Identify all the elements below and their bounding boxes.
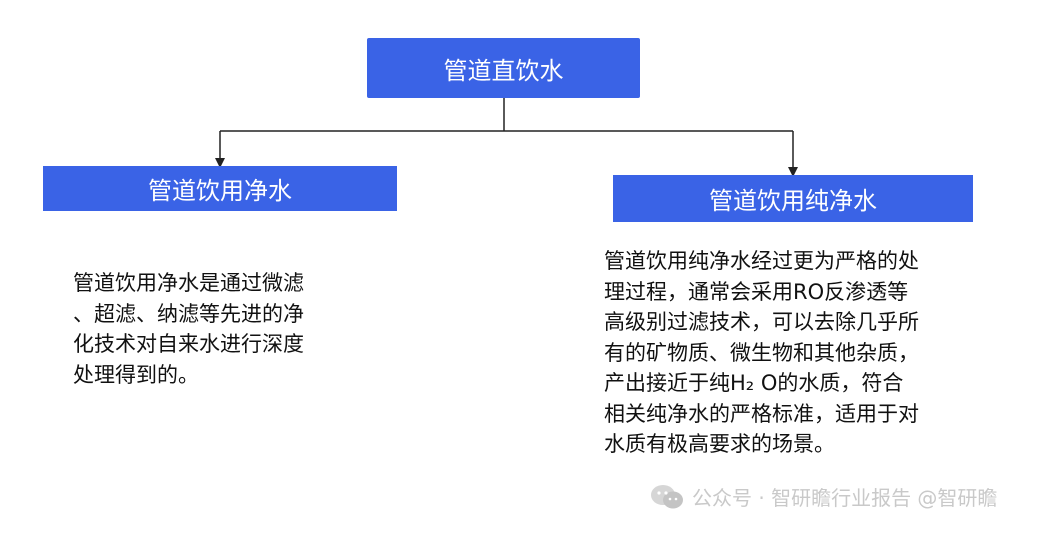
root-node-label: 管道直饮水 — [443, 56, 564, 85]
root-node-box: 管道直饮水 — [367, 38, 640, 98]
left-branch-description: 管道饮用净水是通过微滤 、超滤、纳滤等先进的净 化技术对自来水进行深度 处理得到… — [73, 271, 304, 387]
right-branch-box: 管道饮用纯净水 — [613, 175, 973, 222]
right-branch-label: 管道饮用纯净水 — [709, 187, 877, 215]
left-branch-label: 管道饮用净水 — [148, 177, 292, 205]
right-branch-description: 管道饮用纯净水经过更为严格的处 理过程，通常会采用RO反渗透等 高级别过滤技术，… — [604, 249, 919, 456]
wechat-icon — [651, 484, 683, 508]
watermark-text: 公众号 · 智研瞻行业报告 @智研瞻 — [692, 486, 998, 510]
left-branch-box: 管道饮用净水 — [43, 166, 397, 211]
watermark: 公众号 · 智研瞻行业报告 @智研瞻 — [650, 482, 997, 511]
